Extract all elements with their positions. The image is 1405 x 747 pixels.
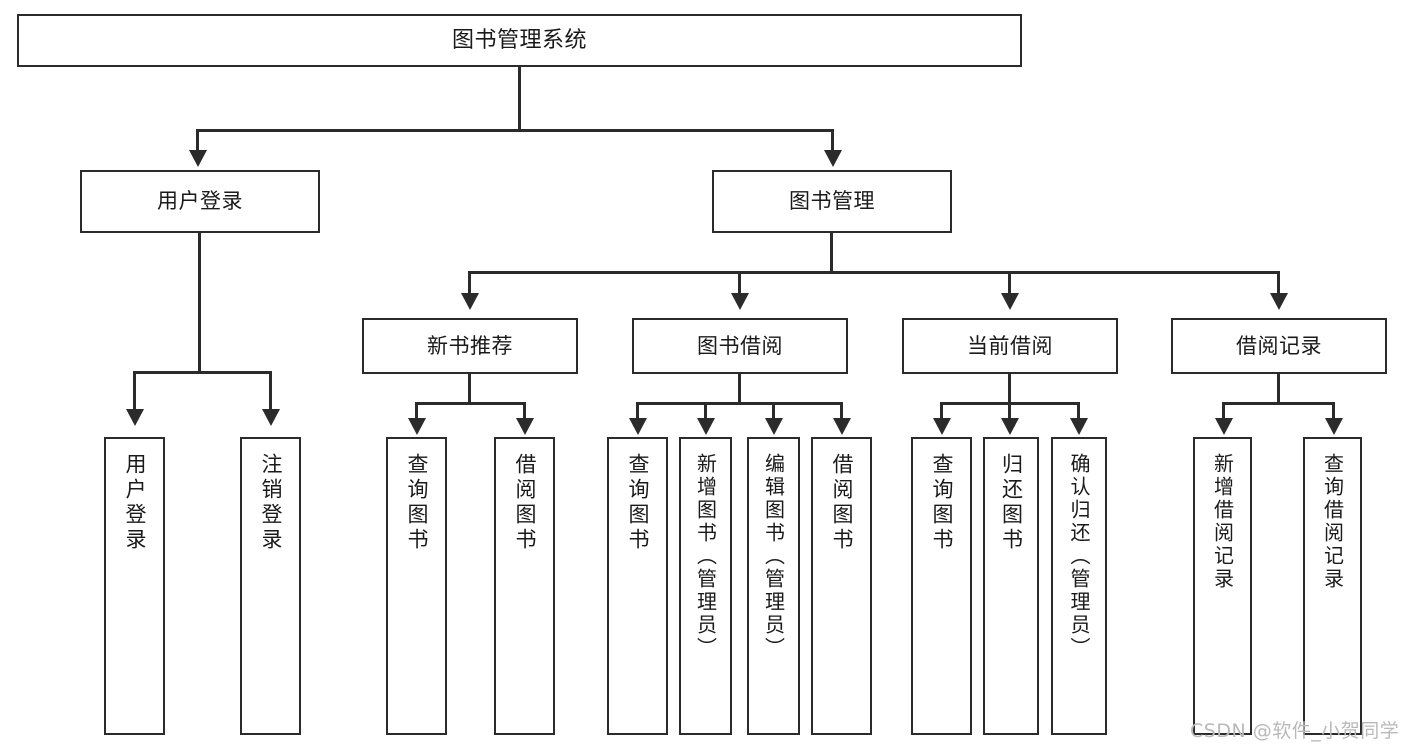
node-leaf-user-login[interactable]: 用户登录 — [104, 437, 165, 735]
node-leaf-query-record[interactable]: 查询借阅记录 — [1303, 437, 1362, 735]
connector-bb-drop-3 — [772, 402, 775, 420]
connector-cb-drop-3 — [1077, 402, 1080, 420]
node-user-login[interactable]: 用户登录 — [80, 170, 320, 233]
arrow-to-new-book-rec — [461, 293, 479, 310]
node-label: 借阅图书 — [830, 453, 854, 553]
connector-book-manage-stem — [830, 233, 833, 271]
node-leaf-query-book-2[interactable]: 查询图书 — [607, 437, 668, 735]
node-leaf-return-book[interactable]: 归还图书 — [983, 437, 1039, 735]
connector-bb-drop-1 — [636, 402, 639, 420]
node-book-manage[interactable]: 图书管理 — [712, 170, 952, 233]
node-label: 借阅图书 — [513, 453, 537, 553]
arrow-to-leaf-return-book — [1001, 418, 1019, 435]
node-leaf-borrow-book-1[interactable]: 借阅图书 — [494, 437, 555, 735]
arrow-to-leaf-user-login — [126, 409, 144, 426]
node-label: 注销登录 — [259, 453, 283, 553]
connector-user-login-drop-1 — [133, 371, 136, 411]
arrow-to-book-manage — [824, 150, 842, 167]
connector-bb-drop-4 — [840, 402, 843, 420]
node-new-book-rec[interactable]: 新书推荐 — [362, 318, 578, 374]
node-leaf-borrow-book-2[interactable]: 借阅图书 — [811, 437, 872, 735]
node-leaf-edit-book[interactable]: 编辑图书（管理员） — [747, 437, 800, 735]
arrow-to-user-login — [189, 150, 207, 167]
connector-root-to-book-manage — [831, 129, 834, 153]
csdn-watermark: CSDN @软件_小贺同学 — [1190, 720, 1400, 742]
connector-cb-drop-1 — [940, 402, 943, 420]
arrow-to-leaf-edit-book — [765, 418, 783, 435]
connector-user-login-drop-2 — [269, 371, 272, 411]
node-current-borrow[interactable]: 当前借阅 — [902, 318, 1118, 374]
arrow-to-current-borrow — [1001, 293, 1019, 310]
node-label: 图书管理 — [789, 189, 875, 214]
connector-bm-drop-4 — [1277, 271, 1280, 295]
connector-bb-stem — [738, 374, 741, 402]
connector-cb-stem — [1008, 374, 1011, 402]
node-leaf-query-book-3[interactable]: 查询图书 — [911, 437, 972, 735]
node-label: 新增借阅记录 — [1210, 453, 1235, 591]
arrow-to-leaf-borrow-book-1 — [516, 418, 534, 435]
node-leaf-query-book-1[interactable]: 查询图书 — [386, 437, 447, 735]
arrow-to-leaf-add-record — [1215, 418, 1233, 435]
node-book-borrow[interactable]: 图书借阅 — [632, 318, 848, 374]
node-leaf-add-record[interactable]: 新增借阅记录 — [1193, 437, 1252, 735]
connector-br-drop-2 — [1332, 402, 1335, 420]
node-label: 借阅记录 — [1236, 333, 1322, 358]
node-label: 归还图书 — [999, 453, 1024, 553]
connector-bm-drop-1 — [468, 271, 471, 295]
node-label: 用户登录 — [157, 189, 243, 214]
node-label: 确认归还（管理员） — [1067, 453, 1091, 660]
connector-root-stem — [518, 67, 521, 129]
connector-br-drop-1 — [1222, 402, 1225, 420]
node-label: 图书管理系统 — [451, 27, 587, 53]
node-label: 新增图书（管理员） — [693, 453, 718, 660]
arrow-to-leaf-query-record — [1325, 418, 1343, 435]
node-borrow-record[interactable]: 借阅记录 — [1171, 318, 1387, 374]
connector-cb-drop-2 — [1008, 402, 1011, 420]
arrow-to-leaf-confirm-return — [1070, 418, 1088, 435]
arrow-to-leaf-borrow-book-2 — [833, 418, 851, 435]
node-label: 查询图书 — [930, 453, 954, 553]
connector-book-manage-bus — [468, 271, 1280, 274]
node-label: 编辑图书（管理员） — [761, 453, 786, 660]
connector-bb-drop-2 — [704, 402, 707, 420]
connector-root-bus — [196, 129, 834, 132]
arrow-to-leaf-query-book-2 — [629, 418, 647, 435]
node-label: 图书借阅 — [697, 333, 783, 358]
connector-nbr-bus — [415, 402, 526, 405]
node-label: 查询图书 — [405, 453, 429, 553]
node-label: 用户登录 — [123, 453, 147, 553]
node-leaf-logout[interactable]: 注销登录 — [240, 437, 301, 735]
connector-bb-bus — [636, 402, 843, 405]
arrow-to-leaf-add-book — [697, 418, 715, 435]
connector-bm-drop-3 — [1008, 271, 1011, 295]
node-root-system[interactable]: 图书管理系统 — [17, 14, 1022, 67]
node-label: 查询图书 — [626, 453, 650, 553]
arrow-to-leaf-query-book-1 — [408, 418, 426, 435]
connector-br-stem — [1277, 374, 1280, 402]
node-label: 新书推荐 — [427, 333, 513, 358]
connector-nbr-drop-2 — [523, 402, 526, 420]
node-label: 查询借阅记录 — [1320, 453, 1345, 591]
connector-br-bus — [1222, 402, 1335, 405]
connector-nbr-stem — [468, 374, 471, 402]
arrow-to-leaf-query-book-3 — [933, 418, 951, 435]
connector-user-login-bus — [133, 371, 272, 374]
arrow-to-borrow-record — [1270, 293, 1288, 310]
connector-nbr-drop-1 — [415, 402, 418, 420]
connector-bm-drop-2 — [738, 271, 741, 295]
connector-root-to-user-login — [196, 129, 199, 153]
node-leaf-confirm-return[interactable]: 确认归还（管理员） — [1051, 437, 1107, 735]
arrow-to-leaf-logout — [262, 409, 280, 426]
connector-user-login-stem — [198, 233, 201, 371]
arrow-to-book-borrow — [731, 293, 749, 310]
node-leaf-add-book[interactable]: 新增图书（管理员） — [679, 437, 732, 735]
node-label: 当前借阅 — [967, 333, 1053, 358]
